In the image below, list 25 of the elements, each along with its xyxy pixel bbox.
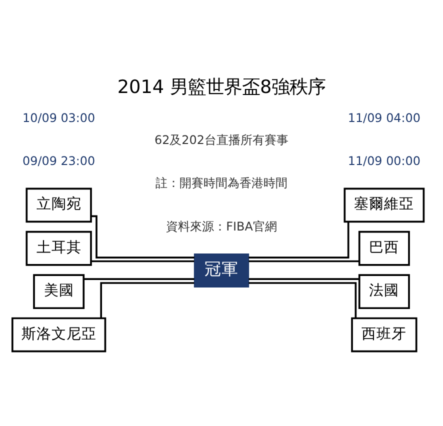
connector (84, 278, 194, 280)
node-box: 法國 (358, 274, 410, 310)
node-box: 巴西 (358, 230, 410, 266)
connector (248, 222, 350, 258)
node-box: 塞爾維亞 (344, 188, 425, 223)
node-box: 西班牙 (351, 317, 418, 352)
node-box: 斯洛文尼亞 (11, 317, 106, 352)
node-box: 立陶宛 (26, 188, 92, 223)
label: 62及202台直播所有賽事 (154, 132, 288, 147)
connector (248, 278, 360, 280)
connector (100, 282, 194, 318)
label: 11/09 04:00 (348, 110, 420, 125)
label: 10/09 03:00 (22, 110, 96, 125)
label: 資料來源：FIBA官網 (166, 219, 277, 234)
connector (248, 282, 357, 318)
label: 註：開賽時間為香港時間 (156, 176, 288, 190)
diagram-title: 2014 男籃世界盃8強秩序 (117, 77, 326, 98)
connector (91, 215, 194, 258)
node-box: 土耳其 (26, 230, 92, 266)
connector (91, 260, 194, 262)
node-box: 冠軍 (194, 253, 250, 288)
label: 09/09 23:00 (22, 154, 96, 168)
connector (248, 260, 360, 262)
label: 11/09 00:00 (348, 154, 420, 168)
node-box: 美國 (33, 274, 85, 310)
